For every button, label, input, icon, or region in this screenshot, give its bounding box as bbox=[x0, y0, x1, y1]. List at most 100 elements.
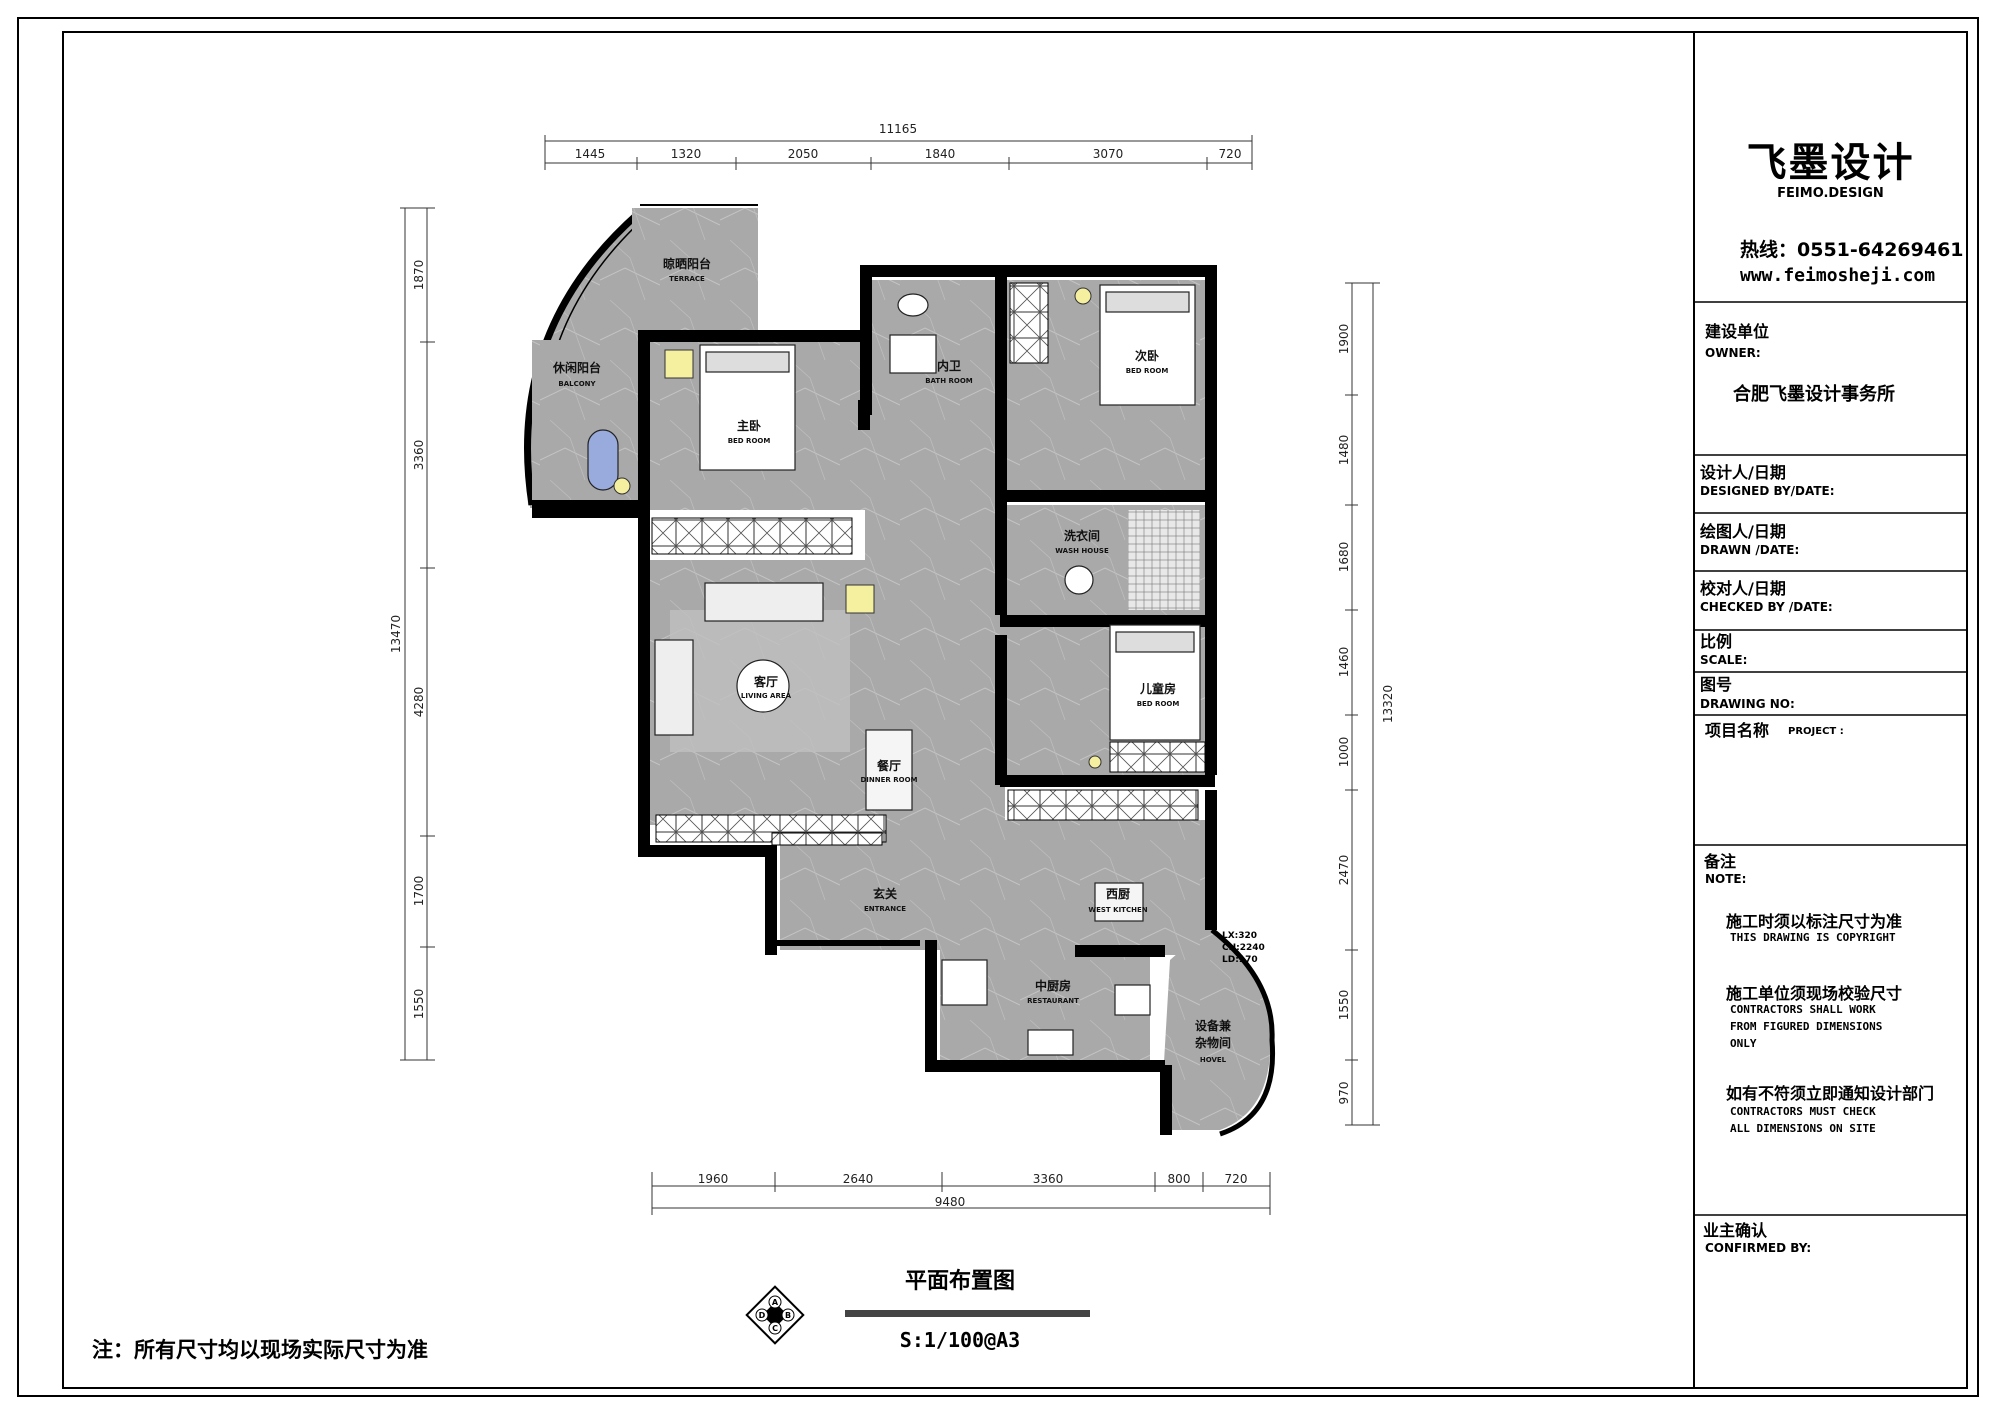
drawing-no-label: 图号 bbox=[1700, 675, 1733, 694]
svg-text:3360: 3360 bbox=[412, 440, 426, 471]
svg-text:970: 970 bbox=[1337, 1082, 1351, 1105]
drawn-label: 绘图人/日期 bbox=[1700, 522, 1786, 541]
room-entrance-zh: 玄关 bbox=[873, 886, 897, 901]
designed-label-en: DESIGNED BY/DATE: bbox=[1700, 484, 1835, 498]
svg-text:1700: 1700 bbox=[412, 876, 426, 907]
note-1: 施工时须以标注尺寸为准 bbox=[1726, 912, 1903, 931]
dimension-lines bbox=[400, 135, 1380, 1215]
dim-right-total: 13320 bbox=[1381, 685, 1395, 723]
svg-text:2050: 2050 bbox=[788, 147, 819, 161]
svg-text:LD:170: LD:170 bbox=[1222, 955, 1258, 965]
owner-value: 合肥飞墨设计事务所 bbox=[1733, 384, 1895, 405]
svg-text:1550: 1550 bbox=[412, 989, 426, 1020]
scale-label-en: SCALE: bbox=[1700, 653, 1748, 667]
svg-text:CH:2240: CH:2240 bbox=[1222, 943, 1265, 953]
note-2: 施工单位须现场校验尺寸 bbox=[1726, 984, 1903, 1003]
lamps bbox=[613, 287, 1102, 769]
svg-text:4280: 4280 bbox=[412, 687, 426, 718]
svg-text:1550: 1550 bbox=[1337, 990, 1351, 1021]
floor-plan: 晾晒阳台 TERRACE 休闲阳台 BALCONY 主卧 BED ROOM 内卫… bbox=[524, 204, 1276, 1137]
room-kitchen-en: RESTAURANT bbox=[1027, 997, 1079, 1005]
svg-text:C: C bbox=[772, 1324, 778, 1333]
room-hovel-zh1: 设备兼 bbox=[1195, 1018, 1232, 1033]
room-entrance-en: ENTRANCE bbox=[864, 905, 906, 913]
shower-tiles bbox=[1128, 510, 1200, 610]
svg-text:2470: 2470 bbox=[1337, 855, 1351, 886]
dim-left-total: 13470 bbox=[389, 615, 403, 653]
room-bath-zh: 内卫 bbox=[937, 358, 961, 373]
svg-text:1870: 1870 bbox=[412, 260, 426, 291]
svg-text:1960: 1960 bbox=[698, 1172, 729, 1186]
dimension-text: 11165 1445 1320 2050 1840 3070 720 13470… bbox=[389, 122, 1395, 1209]
svg-text:800: 800 bbox=[1168, 1172, 1191, 1186]
svg-text:1320: 1320 bbox=[671, 147, 702, 161]
room-balcony-en: BALCONY bbox=[558, 380, 596, 388]
room-terrace-en: TERRACE bbox=[669, 275, 705, 283]
room-labels: 晾晒阳台 TERRACE 休闲阳台 BALCONY 主卧 BED ROOM 内卫… bbox=[552, 256, 1232, 1064]
dim-bottom-total: 9480 bbox=[935, 1195, 966, 1209]
note-2-en-3: ONLY bbox=[1730, 1037, 1757, 1050]
hovel-curve bbox=[1160, 925, 1271, 1130]
outer-frame bbox=[17, 17, 1979, 1397]
checked-label-en: CHECKED BY /DATE: bbox=[1700, 600, 1833, 614]
note-2-en-1: CONTRACTORS SHALL WORK bbox=[1730, 1003, 1876, 1016]
note-3: 如有不符须立即通知设计部门 bbox=[1726, 1084, 1935, 1103]
room-west-kitchen-zh: 西厨 bbox=[1106, 886, 1130, 901]
drawing-title: 平面布置图 bbox=[905, 1268, 1015, 1294]
dim-top-total: 11165 bbox=[879, 122, 917, 136]
svg-text:LX:320: LX:320 bbox=[1222, 931, 1257, 941]
note-2-en-2: FROM FIGURED DIMENSIONS bbox=[1730, 1020, 1883, 1033]
room-hovel-en: HOVEL bbox=[1200, 1056, 1227, 1064]
scale-label: 比例 bbox=[1700, 632, 1733, 651]
company-name-en: FEIMO.DESIGN bbox=[1777, 186, 1884, 201]
company-name: 飞墨设计 bbox=[1746, 140, 1915, 186]
room-living-zh: 客厅 bbox=[753, 674, 778, 689]
room-bath-en: BATH ROOM bbox=[925, 377, 973, 385]
room-master-bed-en: BED ROOM bbox=[728, 437, 771, 445]
svg-text:1900: 1900 bbox=[1337, 324, 1351, 355]
walls bbox=[532, 265, 1217, 1135]
project-label-en: PROJECT : bbox=[1788, 726, 1844, 737]
level-marks: LX:320 CH:2240 LD:170 bbox=[1222, 931, 1265, 965]
owner-label-en: OWNER: bbox=[1705, 346, 1761, 360]
note-3-en-1: CONTRACTORS MUST CHECK bbox=[1730, 1105, 1876, 1118]
note-1-en: THIS DRAWING IS COPYRIGHT bbox=[1730, 931, 1896, 944]
svg-text:1840: 1840 bbox=[925, 147, 956, 161]
room-hovel-zh2: 杂物间 bbox=[1195, 1035, 1231, 1050]
owner-label: 建设单位 bbox=[1705, 322, 1770, 341]
designed-label: 设计人/日期 bbox=[1700, 463, 1786, 482]
svg-text:720: 720 bbox=[1225, 1172, 1248, 1186]
svg-text:3360: 3360 bbox=[1033, 1172, 1064, 1186]
svg-text:1000: 1000 bbox=[1337, 737, 1351, 768]
room-master-bed-zh: 主卧 bbox=[737, 418, 761, 433]
titleblock-lines bbox=[1694, 301, 1967, 1216]
svg-text:A: A bbox=[772, 1298, 779, 1307]
confirmed-label-en: CONFIRMED BY: bbox=[1705, 1241, 1812, 1255]
balcony-curve bbox=[527, 212, 640, 508]
compass-icon: A B C D bbox=[745, 1285, 805, 1345]
svg-text:2640: 2640 bbox=[843, 1172, 874, 1186]
note-label-en: NOTE: bbox=[1705, 872, 1747, 886]
svg-text:3070: 3070 bbox=[1093, 147, 1124, 161]
room-kitchen-zh: 中厨房 bbox=[1035, 978, 1071, 993]
room-west-kitchen-en: WEST KITCHEN bbox=[1088, 906, 1147, 914]
svg-text:1460: 1460 bbox=[1337, 647, 1351, 678]
room-balcony-zh: 休闲阳台 bbox=[552, 360, 601, 375]
note-label: 备注 bbox=[1704, 852, 1737, 871]
room-second-bed-zh: 次卧 bbox=[1135, 348, 1159, 363]
hotline: 热线：0551-64269461 bbox=[1740, 239, 1964, 261]
note-3-en-2: ALL DIMENSIONS ON SITE bbox=[1730, 1122, 1876, 1135]
room-wash-en: WASH HOUSE bbox=[1055, 547, 1109, 555]
room-kids-zh: 儿童房 bbox=[1139, 681, 1176, 696]
project-label: 项目名称 bbox=[1705, 721, 1770, 740]
drawing-no-label-en: DRAWING NO: bbox=[1700, 697, 1795, 711]
title-underline bbox=[845, 1310, 1090, 1317]
confirmed-label: 业主确认 bbox=[1703, 1221, 1768, 1240]
inner-frame bbox=[62, 31, 1968, 1389]
checked-label: 校对人/日期 bbox=[1700, 579, 1786, 598]
website-link[interactable]: www.feimosheji.com bbox=[1740, 265, 1936, 286]
svg-text:D: D bbox=[759, 1311, 766, 1320]
furniture bbox=[587, 284, 1201, 1056]
